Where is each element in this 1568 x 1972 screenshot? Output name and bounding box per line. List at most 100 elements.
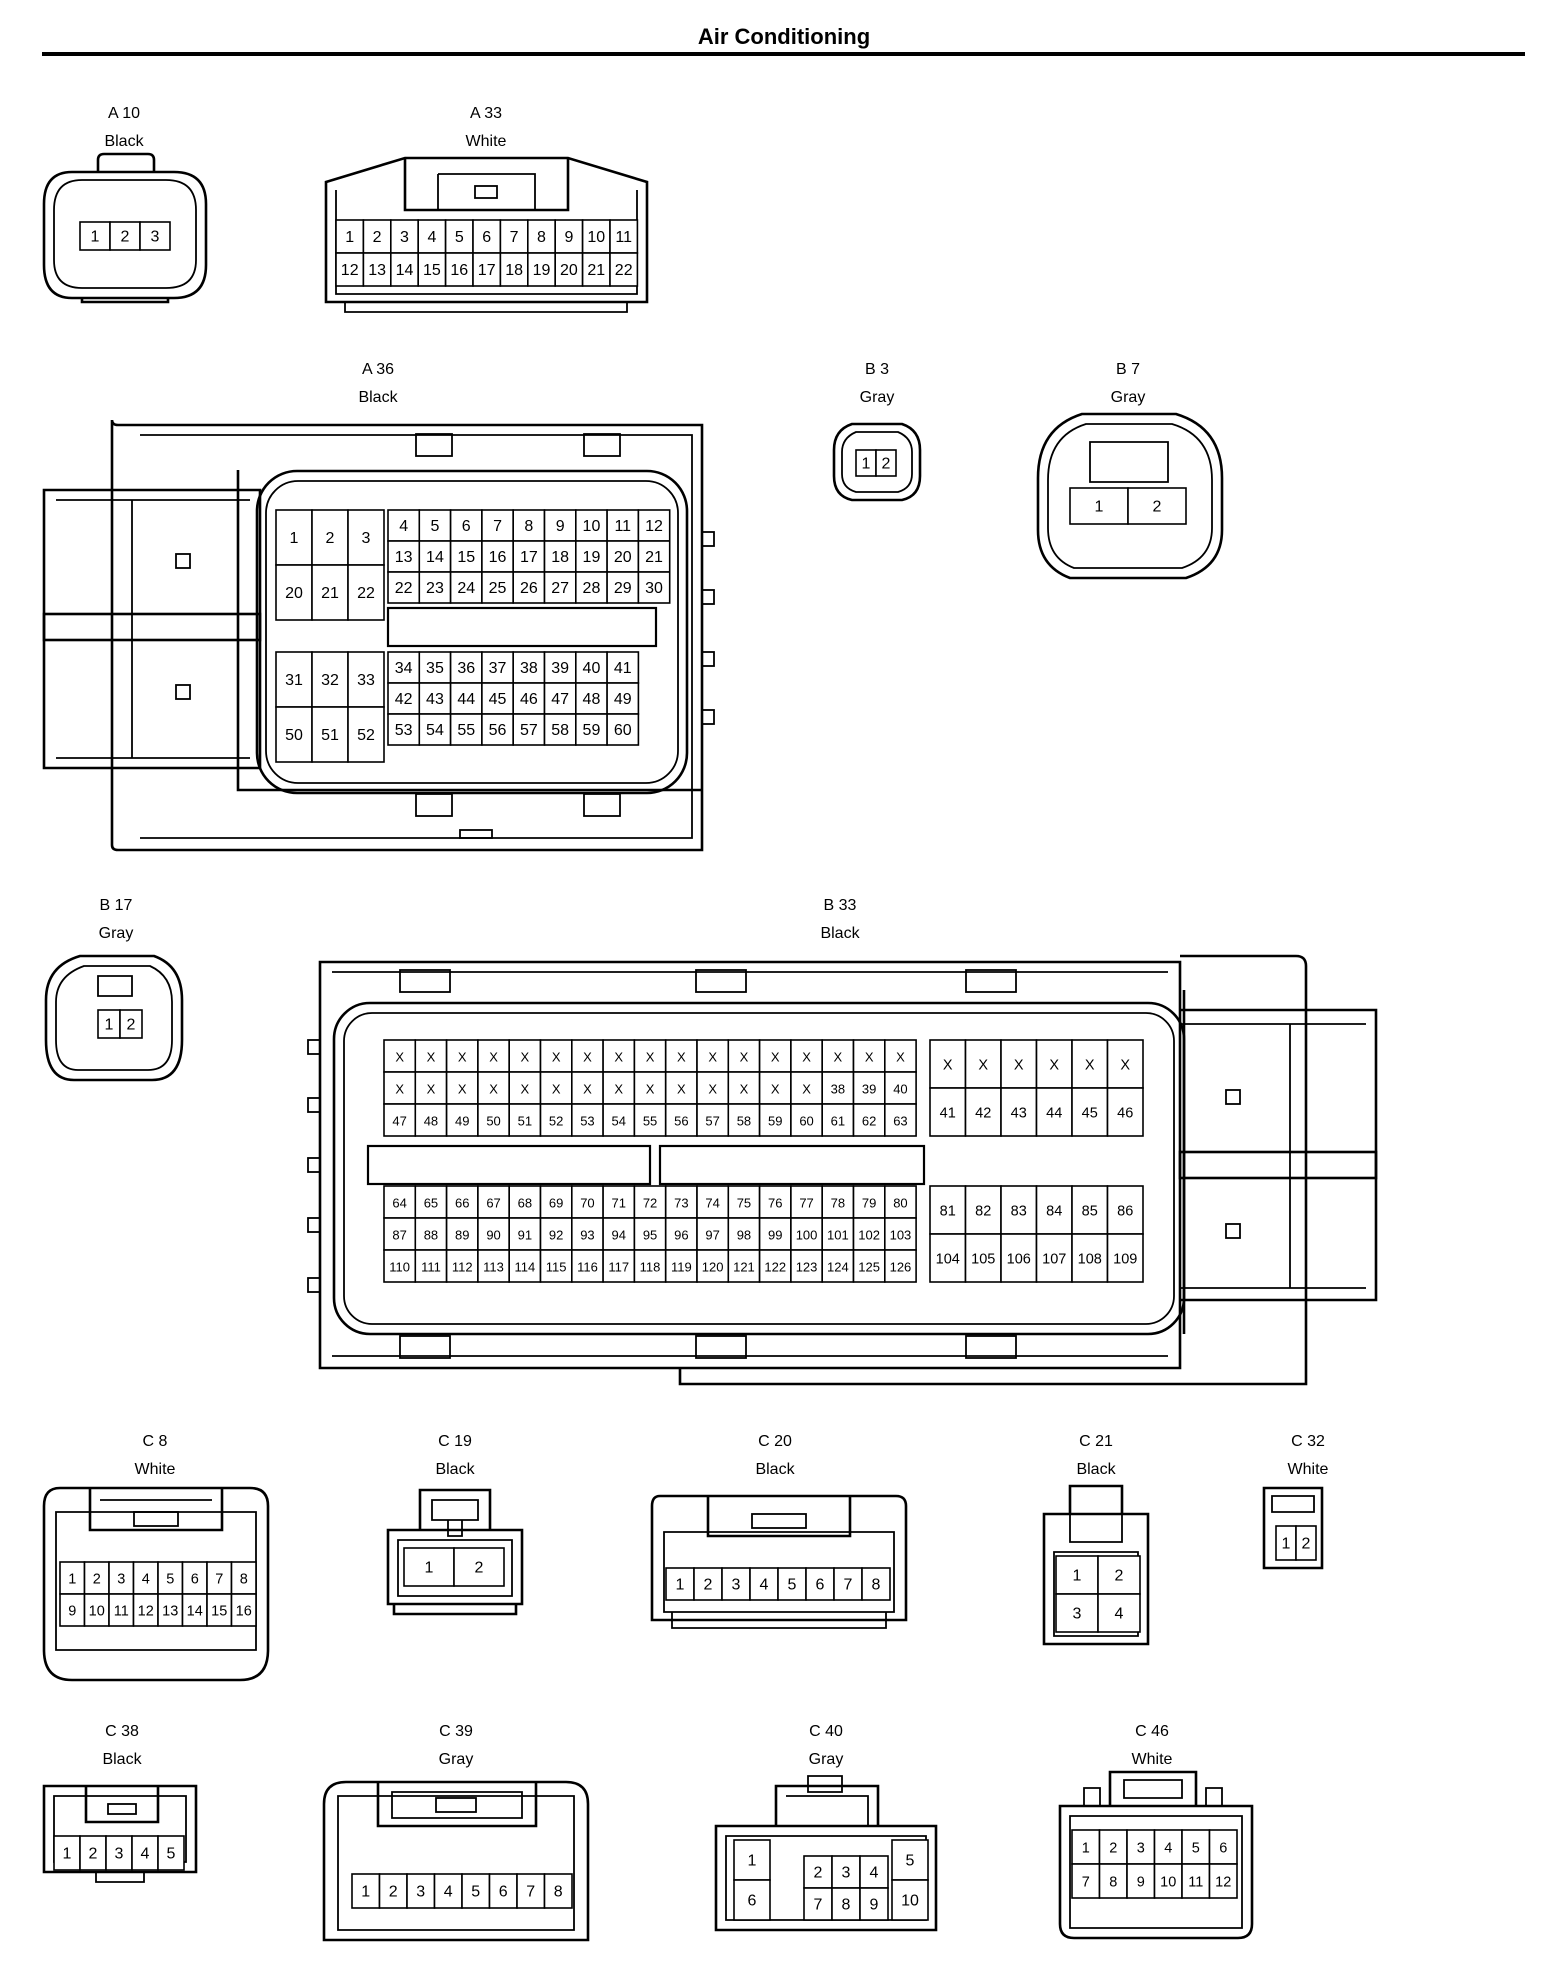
b33-pin-60-cell [790,1103,824,1137]
b33-pin-44: 44 [1046,1106,1062,1122]
c8-pin-9-cell [59,1593,86,1627]
b33-pin-53: 53 [580,1114,594,1129]
c19-pin-2-cell [453,1547,505,1587]
a36-pin-59: 59 [583,722,601,739]
a36-pin-20: 20 [614,549,632,566]
a36-pin-30-cell [637,571,671,604]
b33-pin-106: 106 [1007,1252,1031,1268]
c20-pin-8: 8 [872,1577,881,1594]
connector-c38-id: C 38 [105,1723,139,1740]
a36-pin-7: 7 [493,518,502,535]
b33-pin-95: 95 [643,1228,657,1243]
c20-pin-7: 7 [844,1577,853,1594]
c8-pin-16-cell [230,1593,257,1627]
c40-pin-2: 2 [814,1865,823,1882]
b33-pin-x: X [1120,1058,1130,1074]
connector-b17-color: Gray [99,925,134,942]
b33-pin-x: X [646,1082,655,1097]
b33-pin-77: 77 [799,1196,813,1211]
a10-pin-1: 1 [91,229,100,246]
b33-pin-x: X [583,1050,592,1065]
connector-c40-id: C 40 [809,1723,843,1740]
connector-c38-color: Black [102,1751,142,1768]
b33-pin-98: 98 [737,1228,751,1243]
connector-b3-id: B 3 [865,361,889,378]
a36-pin-22-cell [387,571,421,604]
b33-pin-72: 72 [643,1196,657,1211]
a36-pin-48: 48 [583,691,601,708]
b33-pin-112: 112 [452,1260,473,1275]
b33-pin-x: X [552,1082,561,1097]
c39-pin-2-cell [378,1873,408,1909]
c40-pin-4-cell [859,1855,889,1889]
a36-pin-22-cell [347,564,385,621]
c40-pin-3: 3 [842,1865,851,1882]
a36-pin-51: 51 [321,727,339,744]
b7-pin-2: 2 [1153,499,1162,516]
a33-pin-2: 2 [373,229,382,246]
c21-pin-1: 1 [1073,1568,1082,1585]
c40-pin-6: 6 [748,1893,757,1910]
b33-pin-103: 103 [890,1228,912,1243]
c38-pin-1: 1 [63,1846,72,1863]
c39-pin-6-cell [488,1873,518,1909]
b33-pin-80-cell [883,1185,917,1219]
b33-pin-63-cell [883,1103,917,1137]
c38-pin-4-cell [131,1835,159,1871]
c46-pin-6-cell [1208,1829,1238,1865]
b33-pin-60: 60 [799,1114,813,1129]
b33-pin-56: 56 [674,1114,688,1129]
b33-pin-47-cell [383,1103,417,1137]
c8-pin-7-cell [206,1561,233,1595]
a36-pin-52: 52 [357,727,375,744]
b33-pin-125: 125 [858,1260,880,1275]
c39-pin-2: 2 [389,1884,398,1901]
a36-pin-10: 10 [583,518,601,535]
b33-pin-x: X [771,1082,780,1097]
a33-pin-9-cell [554,219,584,254]
b33-pin-100: 100 [796,1228,818,1243]
b33-pin-x: X [677,1082,686,1097]
b33-pin-38: 38 [831,1082,845,1097]
c40-pin-6-cell [733,1879,771,1921]
b33-pin-x: X [708,1082,717,1097]
b33-pin-x: X [614,1082,623,1097]
connector-a10-color: Black [104,133,144,150]
a36-pin-50: 50 [285,727,303,744]
a36-pin-40: 40 [583,660,601,677]
b33-pin-x-cell [696,1039,730,1073]
a36-pin-17-cell [512,540,546,573]
c20-pin-5-cell [777,1567,807,1601]
a33-pin-6-cell [472,219,502,254]
b33-pin-52-cell [539,1103,573,1137]
a36-pin-33-cell [347,651,385,708]
b33-pin-x: X [521,1050,530,1065]
b33-pin-66: 66 [455,1196,469,1211]
c40-pin-1: 1 [748,1853,757,1870]
b33-pin-x-cell [602,1039,636,1073]
b33-pin-41: 41 [940,1106,956,1122]
a36-pin-29: 29 [614,580,632,597]
b33-pin-70: 70 [580,1196,594,1211]
b33-pin-112-cell [445,1249,479,1283]
b33-pin-84-cell [1035,1185,1073,1235]
b33-pin-x: X [802,1050,811,1065]
connector-b7-id: B 7 [1116,361,1140,378]
c46-pin-9-cell [1126,1863,1156,1899]
b33-pin-55: 55 [643,1114,657,1129]
a36-pin-26-cell [512,571,546,604]
c19-pin-2: 2 [475,1560,484,1577]
b33-pin-105: 105 [971,1252,995,1268]
connector-c19-color: Black [435,1461,475,1478]
b33-pin-59: 59 [768,1114,782,1129]
b3-pin-2: 2 [882,456,891,473]
c32-pin-1: 1 [1282,1536,1291,1553]
c40-pin-10-cell [891,1879,929,1921]
c8-pin-5: 5 [166,1572,174,1588]
a36-pin-26: 26 [520,580,538,597]
a33-pin-3-cell [389,219,419,254]
c46-pin-3-cell [1126,1829,1156,1865]
a36-pin-37: 37 [489,660,507,677]
b33-pin-83: 83 [1011,1204,1027,1220]
